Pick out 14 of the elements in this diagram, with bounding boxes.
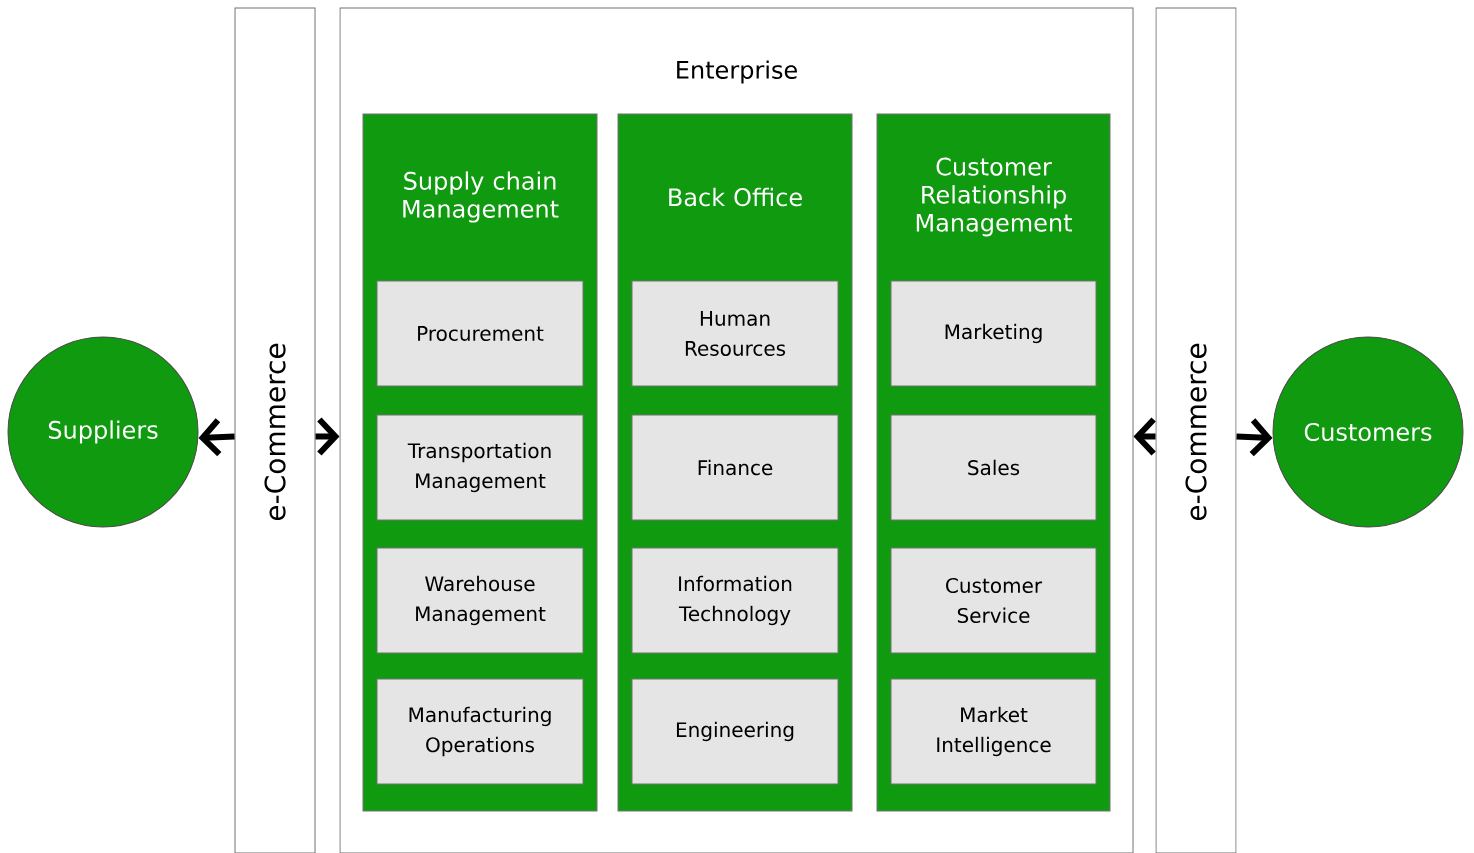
- function-box: Customer Service: [890, 547, 1097, 654]
- function-box: Market Intelligence: [890, 678, 1097, 785]
- function-box: Engineering: [631, 678, 839, 785]
- function-box: Marketing: [890, 280, 1097, 387]
- channel-band: e-Commerce: [234, 7, 316, 853]
- function-box: Human Resources: [631, 280, 839, 387]
- function-box: Finance: [631, 414, 839, 521]
- function-box: Information Technology: [631, 547, 839, 654]
- function-box: Manufacturing Operations: [376, 678, 584, 785]
- function-box: Warehouse Management: [376, 547, 584, 654]
- function-box: Sales: [890, 414, 1097, 521]
- channel-band: e-Commerce: [1155, 7, 1237, 853]
- function-box: Procurement: [376, 280, 584, 387]
- function-box: Transportation Management: [376, 414, 584, 521]
